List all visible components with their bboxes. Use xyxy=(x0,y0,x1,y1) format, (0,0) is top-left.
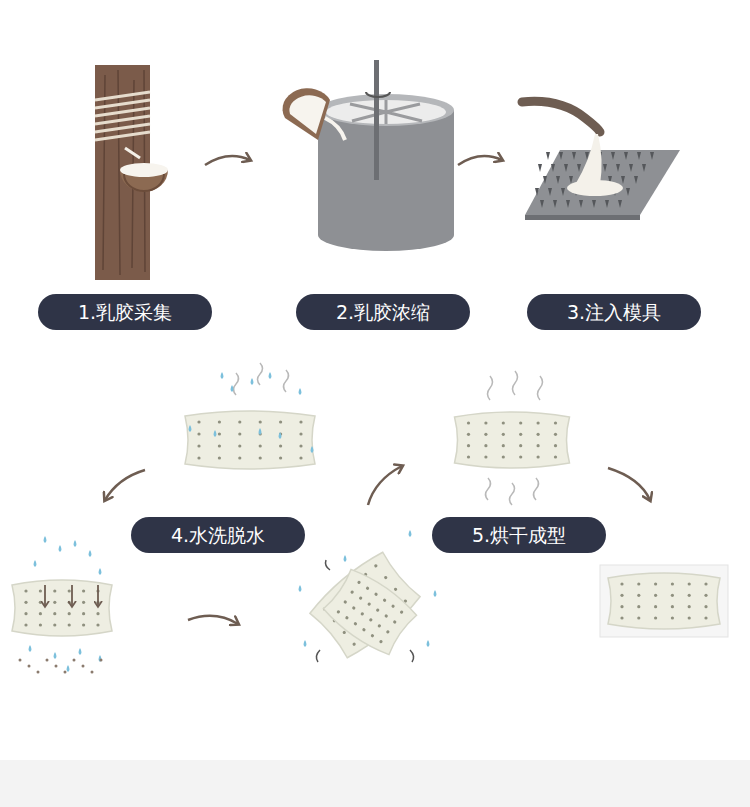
step-title: 2.乳胶浓缩 xyxy=(336,303,430,322)
latex-pillow xyxy=(455,412,570,468)
latex-pillow xyxy=(321,565,420,658)
flow-arrow xyxy=(608,468,650,500)
mould-tray xyxy=(522,101,680,220)
step-title: 4.水洗脱水 xyxy=(171,526,265,545)
step-title: 1.乳胶采集 xyxy=(78,303,172,322)
step-label: 1.乳胶采集 xyxy=(38,294,212,330)
step-label: 4.水洗脱水 xyxy=(131,517,305,553)
step-label: 2.乳胶浓缩 xyxy=(296,294,470,330)
rubber-tree xyxy=(95,65,168,280)
flow-arrow xyxy=(368,466,402,505)
footer-band xyxy=(0,760,750,807)
step-label: 3.注入模具 xyxy=(527,294,701,330)
concentration-tank xyxy=(283,60,454,251)
latex-pillow xyxy=(608,573,720,629)
latex-pillow xyxy=(307,548,423,661)
flow-arrow xyxy=(105,470,145,500)
flow-arrow xyxy=(458,156,502,165)
step-label: 5.烘干成型 xyxy=(432,517,606,553)
flow-arrow xyxy=(188,616,238,624)
step-title: 3.注入模具 xyxy=(567,303,661,322)
step-title: 5.烘干成型 xyxy=(472,526,566,545)
flow-arrow xyxy=(205,156,250,165)
latex-pillow xyxy=(185,411,315,469)
latex-pillow xyxy=(12,580,112,636)
